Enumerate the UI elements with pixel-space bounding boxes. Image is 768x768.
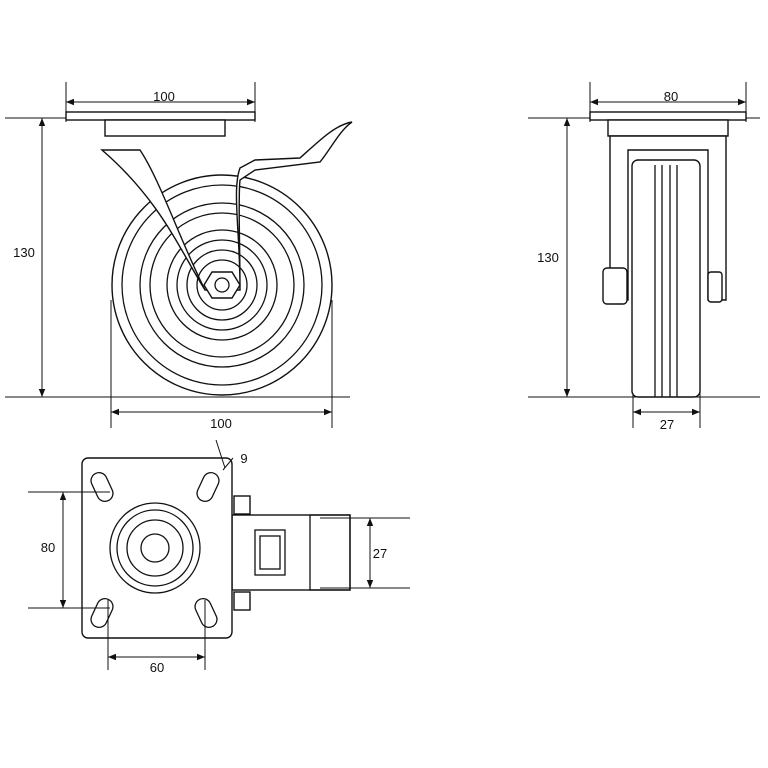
side-view: 100 130 100 [5, 82, 353, 431]
top-view: 80 60 27 9 [28, 439, 410, 675]
side-wheel-diameter-label: 100 [210, 416, 232, 431]
front-plate-width-label: 80 [664, 89, 678, 104]
front-height-label: 130 [537, 250, 559, 265]
side-height-label: 130 [13, 245, 35, 260]
top-brake-width-label: 27 [373, 546, 387, 561]
top-horizontal-spacing-label: 60 [150, 660, 164, 675]
front-wheel-width-label: 27 [660, 417, 674, 432]
top-vertical-spacing-label: 80 [41, 540, 55, 555]
side-plate-width-label: 100 [153, 89, 175, 104]
front-view: 80 130 27 [528, 82, 760, 432]
top-slot-width-label: 9 [240, 451, 247, 466]
